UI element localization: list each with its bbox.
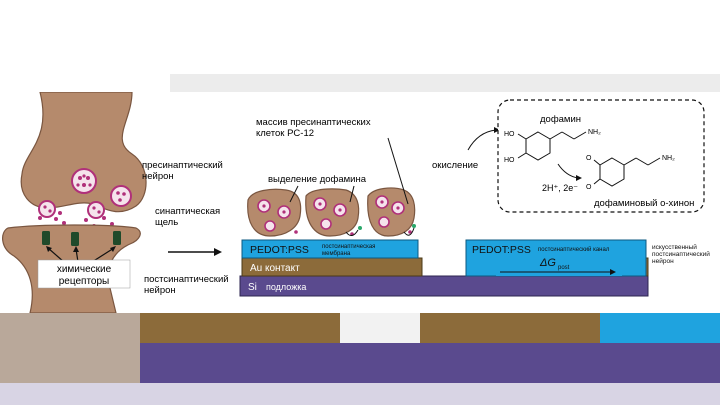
background-block: [0, 383, 720, 405]
chemistry-box: [497, 99, 705, 213]
device-stack: Si подложка Au контакт PEDOT:PSS постсин…: [239, 239, 710, 297]
quinone-nh2: NH₂: [662, 155, 675, 162]
background-block: [420, 313, 600, 343]
channel-label: постсинаптический канал: [538, 246, 610, 253]
synapse-figure: химические рецепторы пресинаптический не…: [0, 91, 720, 314]
postsynaptic-label-line2: нейрон: [144, 285, 176, 296]
cleft-label-line2: щель: [155, 217, 178, 228]
dopamine-ho-bottom: HO: [504, 157, 515, 164]
artificial-label-line2: постсинаптический: [652, 250, 710, 258]
transition-arrow: [168, 248, 222, 256]
artificial-label-line3: нейрон: [652, 257, 674, 265]
dopamine-label: дофамин: [540, 114, 581, 125]
background-bottom: [0, 313, 720, 405]
si-substrate: [239, 275, 649, 297]
vesicle: [71, 168, 97, 194]
dopamine-release-label: выделение дофамина: [268, 174, 367, 185]
pedot-right-label: PEDOT:PSS: [472, 244, 531, 256]
receptors-label-line2: рецепторы: [59, 276, 110, 287]
artificial-label-line1: искусственный: [652, 243, 697, 251]
oxidation-arrow: [467, 129, 497, 151]
receptors-label-box: [37, 259, 131, 289]
quinone-o-bottom: O: [586, 184, 592, 191]
quinone-label: дофаминовый о-хинон: [594, 198, 694, 209]
cleft-label-line1: синаптическая: [155, 206, 220, 217]
biological-synapse: химические рецепторы пресинаптический не…: [2, 91, 229, 314]
pc12-cell: [367, 187, 416, 237]
substrate-label: подложка: [266, 282, 306, 292]
background-block: [140, 313, 340, 343]
figure-canvas: химические рецепторы пресинаптический не…: [2, 91, 710, 314]
receptors-label-line1: химические: [57, 264, 112, 275]
receptor: [42, 231, 121, 246]
postsynaptic-label-line1: постсинаптический: [144, 274, 229, 285]
vesicle: [110, 185, 132, 207]
background-block: [170, 74, 720, 92]
au-contact-label: Au контакт: [250, 263, 300, 274]
si-label: Si: [248, 282, 257, 293]
presynaptic-label-line1: пресинаптический: [142, 160, 223, 171]
pedot-left-label: PEDOT:PSS: [250, 244, 309, 256]
pc12-label-line2: клеток PC-12: [256, 128, 314, 139]
released-dopamine: [294, 230, 412, 236]
pc12-cells: [247, 137, 416, 237]
membrane-label-line1: постсинаптическая: [322, 244, 375, 250]
pc12-cell: [305, 188, 360, 237]
dopamine-nh2: NH₂: [588, 129, 601, 136]
background-block: [600, 313, 720, 343]
membrane-label-line2: мембрана: [322, 251, 351, 257]
pedot-membrane: [241, 239, 419, 259]
vesicle: [87, 201, 105, 219]
presynaptic-label-line2: нейрон: [142, 171, 174, 182]
quinone-o-top: O: [586, 155, 592, 162]
vesicle: [38, 200, 56, 218]
dopamine-ho-top: HO: [504, 131, 515, 138]
oxidation-label: окисление: [432, 160, 478, 171]
delta-g-subscript: post: [558, 265, 570, 271]
protons-label: 2H⁺, 2e⁻: [542, 183, 578, 193]
oxidized-dopamine: [358, 224, 416, 230]
background-block: [140, 343, 720, 383]
delta-g-label: ΔG: [539, 257, 556, 269]
pc12-label-line1: массив пресинаптических: [256, 117, 371, 128]
pc12-cell: [247, 188, 302, 237]
background-top: [0, 0, 720, 92]
